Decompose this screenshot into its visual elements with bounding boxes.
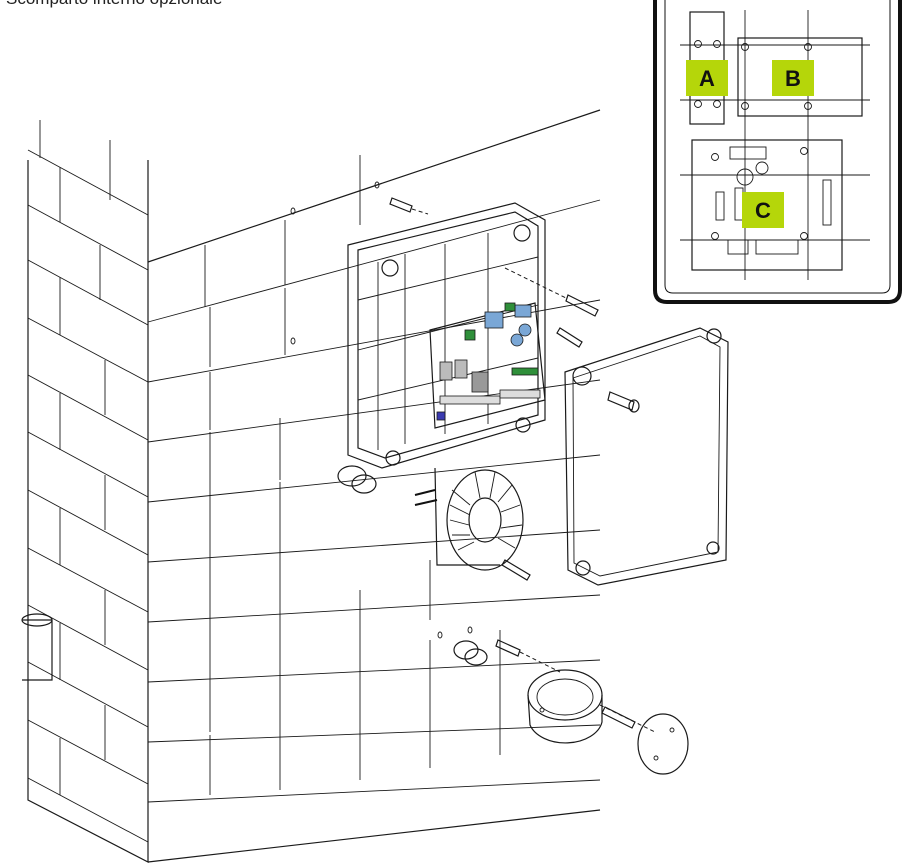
drill-hole [290, 337, 296, 345]
drill-hole [290, 207, 296, 215]
label-c: C [755, 198, 771, 223]
toroidal-transformer [414, 467, 531, 581]
control-box [347, 202, 546, 469]
bottom-cable-gland [453, 639, 561, 673]
module-c [691, 139, 843, 271]
module-b [737, 37, 863, 117]
label-a-badge [686, 60, 728, 96]
inset-screws [694, 40, 812, 240]
box-corner-hole [385, 450, 401, 466]
inset-panel: A B C [653, 0, 902, 304]
box-corner-hole [381, 259, 399, 277]
cable-gland [337, 465, 377, 494]
drill-hole [437, 631, 443, 639]
spacer-ring [527, 669, 603, 744]
top-caption: Scomparto interno opzionale [6, 0, 222, 9]
label-c-badge [742, 192, 784, 228]
wall-screws [389, 197, 599, 348]
ring-screw [599, 704, 656, 733]
drill-hole [374, 181, 380, 189]
box-corner-hole [515, 417, 531, 433]
label-b: B [785, 66, 801, 91]
drill-hole [467, 626, 473, 634]
conduit-pipe [21, 613, 53, 681]
control-board [429, 302, 546, 429]
label-a: A [699, 66, 715, 91]
end-cap [637, 713, 689, 775]
box-lid [564, 327, 729, 586]
wall-corner-edge [27, 160, 149, 863]
label-b-badge [772, 60, 814, 96]
box-corner-hole [513, 224, 531, 242]
